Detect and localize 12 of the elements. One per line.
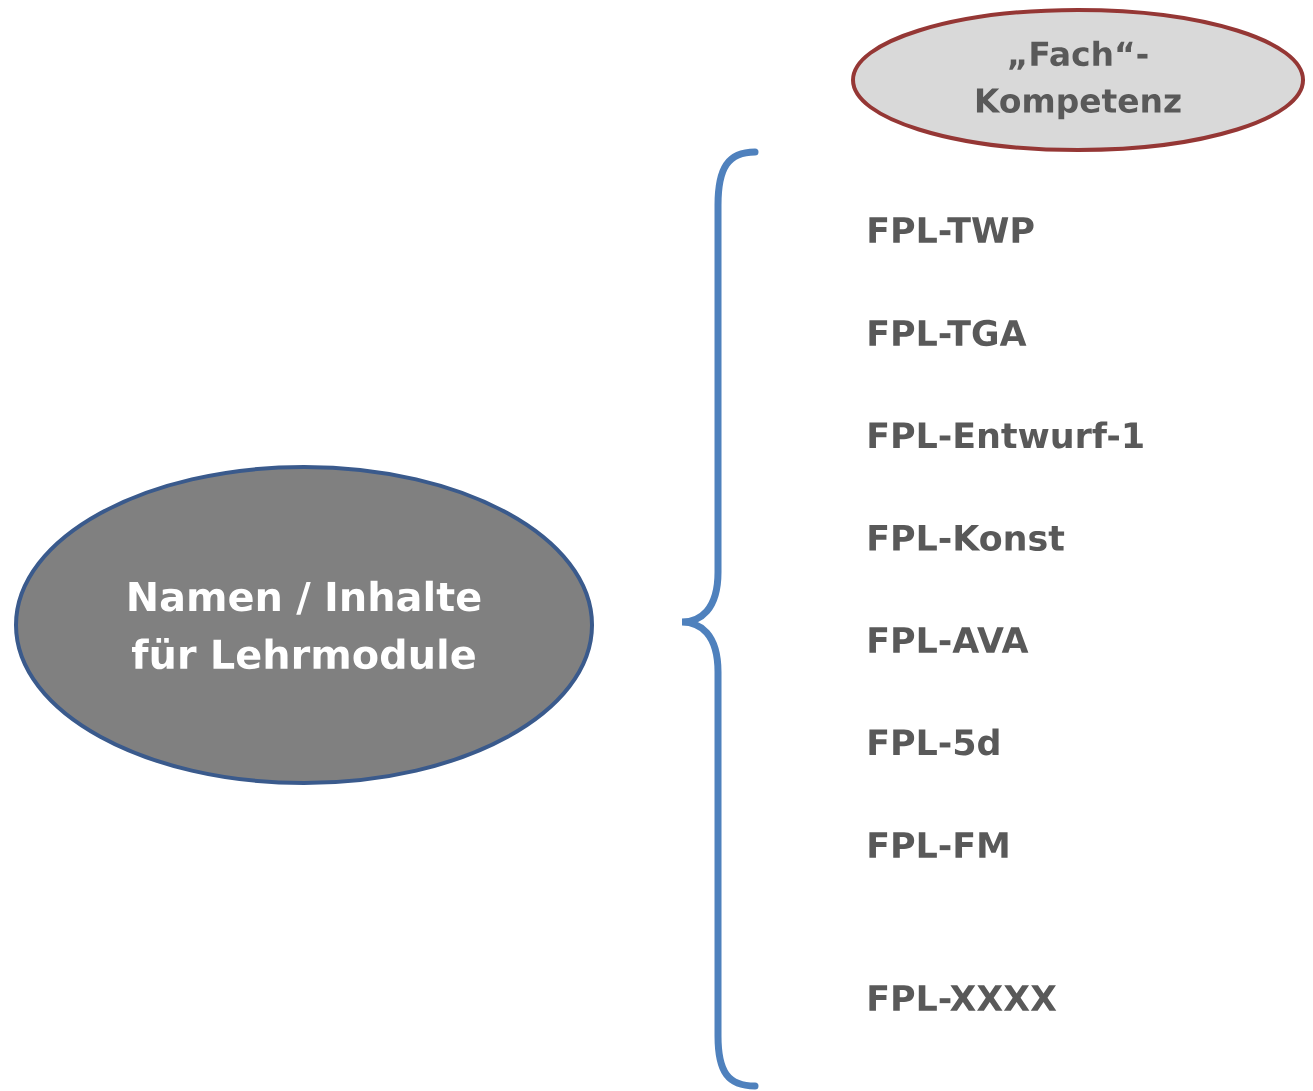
topic-ellipse — [14, 465, 594, 785]
module-label: FPL-FM — [869, 832, 1008, 858]
module-label: FPL-XXXX — [869, 985, 1057, 1011]
ellipse-text: „Fach“- Kompetenz — [976, 40, 1181, 120]
heading-ellipse — [851, 8, 1305, 152]
module-label: FPL-Entwurf-1 — [869, 421, 1143, 449]
module-label: FPL-TGA — [869, 319, 1027, 347]
module-label: FPL-TWP — [869, 217, 1034, 243]
module-label: FPL-5d — [869, 728, 999, 756]
ellipse-text: Namen / Inhalte für Lehrmodule — [129, 580, 481, 670]
module-label: FPL-Konst — [869, 525, 1065, 551]
module-label: FPL-AVA — [869, 627, 1029, 653]
